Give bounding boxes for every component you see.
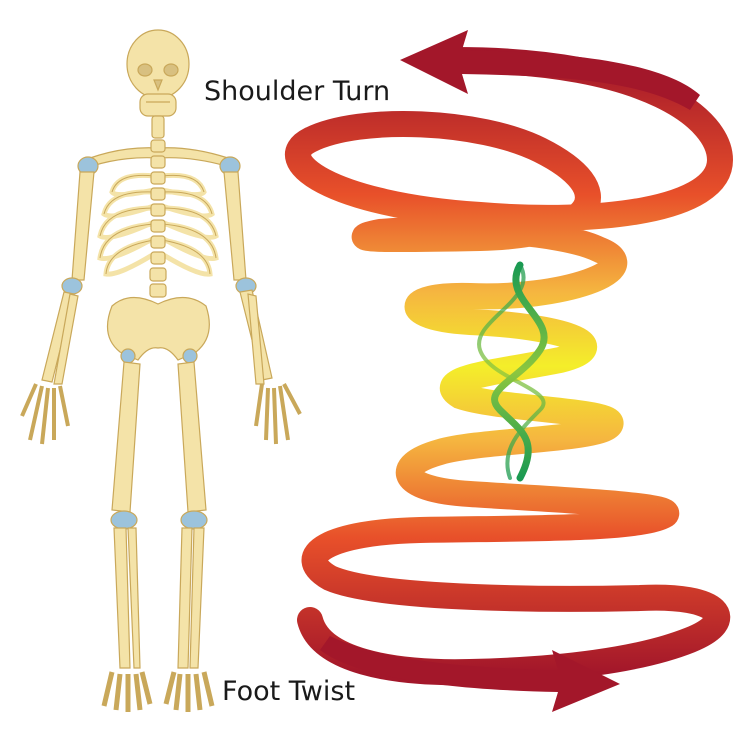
spiral-band (285, 47, 734, 686)
twist-spiral (285, 47, 734, 686)
arrow-right-bottom (320, 636, 620, 712)
neck (151, 115, 165, 139)
left-arm (20, 156, 99, 445)
foot-twist-label: Foot Twist (222, 676, 356, 707)
left-leg (101, 361, 153, 712)
arrow-left-top (400, 30, 700, 110)
right-leg (163, 361, 215, 712)
shoulder-turn-label: Shoulder Turn (204, 76, 391, 107)
right-arm (219, 156, 302, 445)
spine (149, 139, 167, 298)
skeleton (20, 29, 302, 712)
skull (126, 29, 190, 117)
